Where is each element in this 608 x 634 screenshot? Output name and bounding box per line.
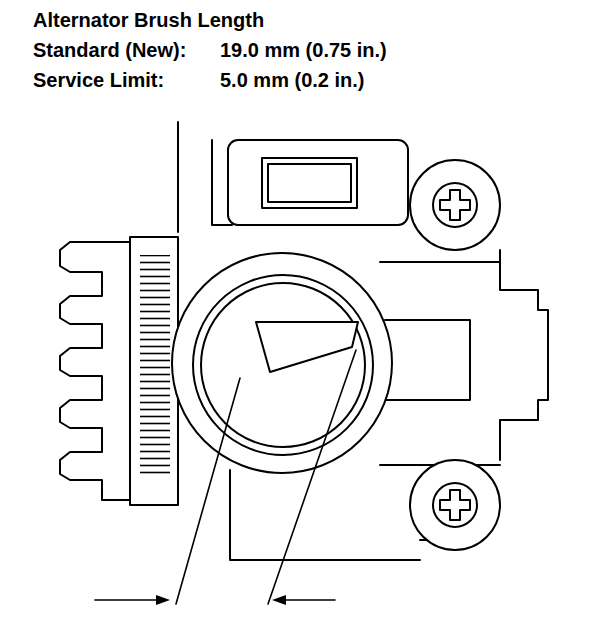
- screw-boss: [410, 460, 500, 550]
- screw-cross: [440, 490, 470, 520]
- housing-edge: [230, 470, 420, 560]
- screw-head: [433, 483, 477, 527]
- housing-edge: [385, 320, 470, 400]
- heading: Alternator Brush Length: [33, 8, 264, 32]
- housing-edge: [177, 122, 179, 232]
- connector-socket: [268, 164, 351, 202]
- screw-cross: [440, 190, 470, 220]
- terminal-comb: [60, 242, 130, 500]
- dimension-arrow: [282, 599, 335, 601]
- brush: [256, 322, 358, 372]
- arrow-head: [156, 595, 170, 605]
- connector-socket: [262, 158, 357, 208]
- terminal-hatching: [140, 255, 170, 475]
- screw-boss: [410, 160, 500, 250]
- brush-holder-ring: [201, 283, 365, 447]
- housing-edge: [380, 261, 500, 263]
- screw-head: [433, 183, 477, 227]
- spec-value: 5.0 mm (0.2 in.): [220, 68, 365, 92]
- brush-holder-ring: [193, 275, 373, 455]
- spec-label: Service Limit:: [33, 68, 164, 92]
- terminal-block: [130, 237, 178, 505]
- leader-line: [268, 350, 356, 604]
- spec-value: 19.0 mm (0.75 in.): [220, 38, 387, 62]
- housing-edge: [500, 250, 548, 460]
- dimension-arrow: [95, 599, 160, 601]
- leader-line: [176, 378, 240, 604]
- brush-holder-ring: [172, 253, 392, 473]
- spec-label: Standard (New):: [33, 38, 186, 62]
- connector-housing: [228, 140, 408, 225]
- arrow-head: [272, 595, 286, 605]
